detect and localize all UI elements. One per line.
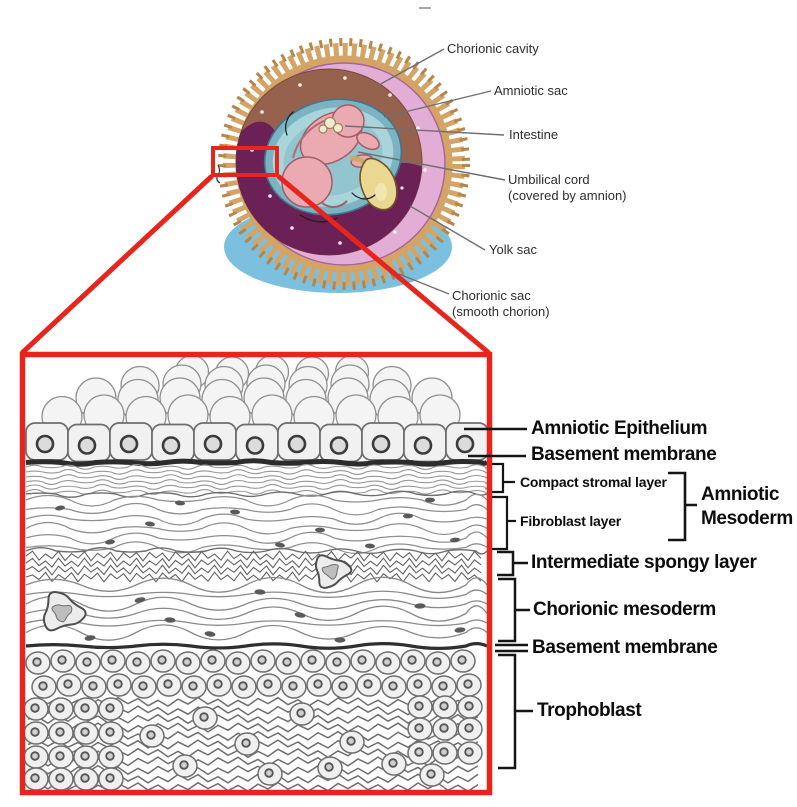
label-fibroblast-layer: Fibroblast layer (520, 513, 622, 529)
label-umbilical-cord: Umbilical cord (covered by amnion) (508, 172, 627, 204)
label-umbilical-cord-line2: (covered by amnion) (508, 188, 627, 203)
zoom-source-box (211, 146, 279, 177)
label-basement-membrane-upper: Basement membrane (531, 444, 717, 465)
bracket-compact-stromal (492, 462, 515, 494)
label-yolk-sac: Yolk sac (489, 242, 537, 257)
zoom-line-left (20, 174, 214, 355)
membrane-histology-illustration (25, 357, 487, 792)
intestine-illustration (318, 116, 344, 134)
label-umbilical-cord-line1: Umbilical cord (508, 172, 590, 187)
membrane-pointer-brackets (464, 427, 697, 770)
label-compact-stromal-layer: Compact stromal layer (520, 474, 667, 490)
label-chorionic-sac-line1: Chorionic sac (452, 288, 531, 303)
zoom-highlight (19, 146, 493, 796)
label-chorionic-sac-line2: (smooth chorion) (452, 303, 550, 319)
label-chorionic-cavity: Chorionic cavity (447, 41, 539, 56)
zoom-target-box (19, 351, 493, 796)
label-trophoblast: Trophoblast (537, 700, 642, 721)
label-intermediate-spongy-layer: Intermediate spongy layer (531, 552, 757, 573)
zoom-line-right (276, 174, 491, 355)
bracket-chorionic-mesoderm (498, 577, 530, 643)
label-amniotic-mesoderm: Amniotic Mesoderm (701, 484, 793, 529)
label-amniotic-epithelium: Amniotic Epithelium (531, 418, 708, 439)
label-intestine: Intestine (509, 127, 559, 142)
label-amniotic-sac: Amniotic sac (494, 83, 568, 98)
bracket-amniotic-mesoderm (668, 471, 697, 542)
yolk-sac-highlight (375, 183, 387, 201)
label-basement-membrane-lower: Basement membrane (532, 637, 718, 658)
label-chorionic-mesoderm: Chorionic mesoderm (533, 599, 716, 620)
bracket-intermediate-spongy (497, 550, 528, 577)
label-chorionic-sac: Chorionic sac (smooth chorion) (452, 288, 550, 319)
bracket-fibroblast (492, 495, 516, 551)
embryo-cross-section-illustration (216, 38, 470, 293)
bracket-trophoblast (498, 653, 533, 770)
pointer-basement-lower (495, 643, 528, 653)
fluid-arrows (285, 111, 376, 223)
embryo-leader-lines (344, 48, 506, 295)
